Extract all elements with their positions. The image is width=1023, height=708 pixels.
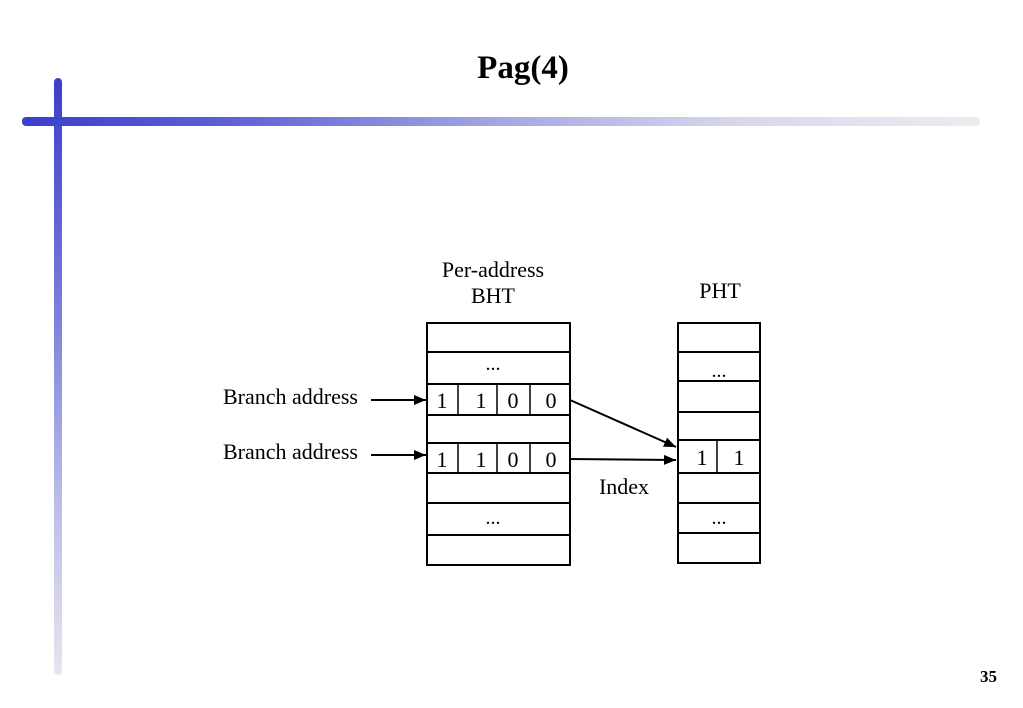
pht-entry-bit: 1	[734, 445, 745, 470]
bht-row-b-bit: 0	[546, 447, 557, 472]
bht-to-pht-arrow-2	[569, 454, 677, 465]
bht-to-pht-arrow-1	[569, 399, 677, 448]
bht-label-line2: BHT	[471, 283, 516, 308]
decorative-vertical-bar	[54, 78, 62, 675]
pht-label: PHT	[699, 278, 741, 303]
bht-row-a-bit: 1	[437, 388, 448, 413]
slide-title: Pag(4)	[477, 50, 569, 86]
branch-address-label-2: Branch address	[223, 439, 358, 464]
bht-row-b-bit: 0	[508, 447, 519, 472]
pht-entry-bit: 1	[697, 445, 708, 470]
index-label: Index	[599, 474, 649, 499]
bht-row-b-bit: 1	[476, 447, 487, 472]
bht-row-a-bit: 0	[508, 388, 519, 413]
pht-ellipsis-bottom: ...	[712, 507, 727, 529]
bht-table	[426, 322, 571, 566]
bht-ellipsis-top: ...	[486, 353, 501, 375]
page-number: 35	[980, 667, 997, 686]
bht-row-b-bit: 1	[437, 447, 448, 472]
bht-row-a-bit: 1	[476, 388, 487, 413]
bht-label-line1: Per-address	[442, 257, 544, 282]
bht-row-a-bit: 0	[546, 388, 557, 413]
pht-ellipsis-top: ...	[712, 360, 727, 382]
pht-table	[677, 322, 761, 564]
branch-address-label-1: Branch address	[223, 384, 358, 409]
bht-ellipsis-bottom: ...	[486, 507, 501, 529]
decorative-horizontal-bar	[22, 117, 980, 126]
